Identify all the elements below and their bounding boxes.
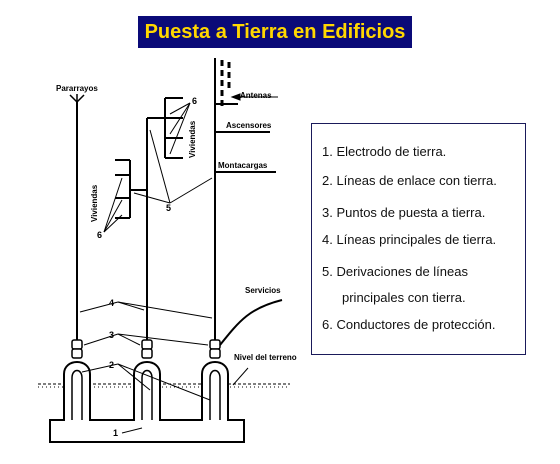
branch-lines-right xyxy=(215,103,276,173)
label-pararrayos: Pararrayos xyxy=(56,84,98,93)
callout-1: 1 xyxy=(113,428,118,438)
callout-4: 4 xyxy=(109,298,114,308)
page-title: Puesta a Tierra en Edificios xyxy=(138,16,412,48)
legend-item: 1. Electrodo de tierra. xyxy=(322,144,447,159)
callout-5: 5 xyxy=(166,203,171,213)
label-antenas: Antenas xyxy=(240,91,272,100)
callout-2: 2 xyxy=(109,360,114,370)
label-ascensores: Ascensores xyxy=(226,121,272,130)
legend-item: 2. Líneas de enlace con tierra. xyxy=(322,173,497,188)
label-servicios: Servicios xyxy=(245,286,281,295)
legend-item: 6. Conductores de protección. xyxy=(322,317,496,332)
servicios-line xyxy=(219,299,283,346)
legend-box: 1. Electrodo de tierra. 2. Líneas de enl… xyxy=(311,123,526,355)
lightning-rod-icon xyxy=(69,94,85,103)
label-nivel-terreno: Nivel del terreno xyxy=(234,353,297,362)
main-earth-lines xyxy=(76,58,216,350)
legend-item: 4. Líneas principales de tierra. xyxy=(322,232,497,247)
viviendas-top-conductors xyxy=(147,97,183,159)
label-montacargas: Montacargas xyxy=(218,161,268,170)
legend-item: principales con tierra. xyxy=(342,290,466,305)
viviendas-left-conductors xyxy=(115,159,147,219)
label-viviendas-top: Viviendas xyxy=(188,120,197,158)
ground-electrode xyxy=(49,361,245,443)
callout-3: 3 xyxy=(109,330,114,340)
legend-item: 5. Derivaciones de líneas xyxy=(322,264,468,279)
callout-6-top: 6 xyxy=(192,96,197,106)
antenna-icon xyxy=(220,60,231,106)
callout-6-left: 6 xyxy=(97,230,102,240)
grounding-points xyxy=(71,339,221,359)
label-viviendas-left: Viviendas xyxy=(90,184,99,222)
legend-item: 3. Puntos de puesta a tierra. xyxy=(322,205,486,220)
